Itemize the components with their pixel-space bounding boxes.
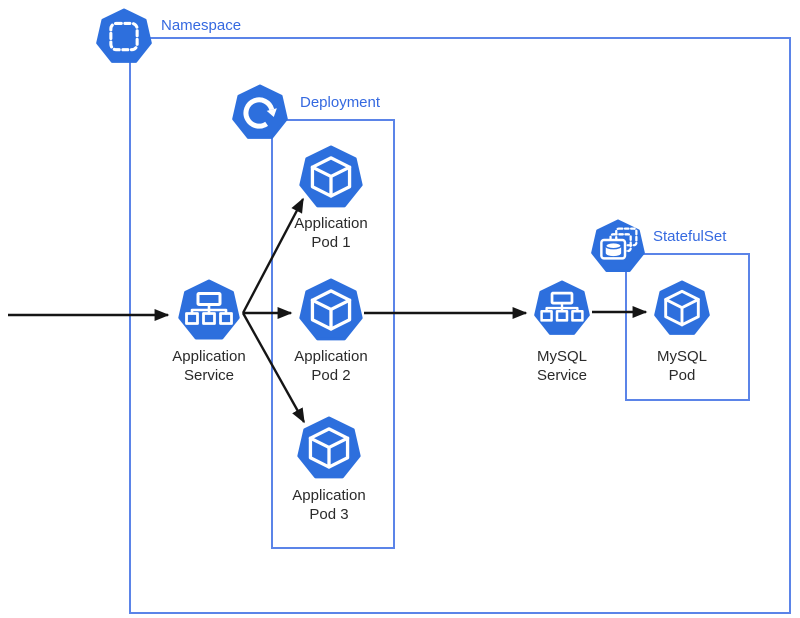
pod-icon: [298, 278, 364, 344]
arrow-app-service-to-pod3: [241, 312, 306, 424]
statefulset-label: StatefulSet: [653, 228, 727, 245]
pod-icon: [298, 145, 364, 211]
service-icon: [533, 280, 591, 338]
service-icon: [177, 279, 241, 343]
namespace-boundary: [129, 37, 791, 614]
mysql-service-label: MySQL Service: [536, 348, 588, 384]
mysql-pod-label: MySQL Pod: [656, 348, 707, 384]
statefulset-icon: [590, 219, 646, 275]
namespace-icon: [95, 8, 153, 66]
statefulset-boundary: [625, 253, 750, 401]
deployment-label: Deployment: [300, 94, 381, 111]
app-pod-1-label: Application Pod 1: [294, 215, 368, 251]
pod-icon: [653, 280, 711, 338]
arrow-app-service-to-pod1: [241, 197, 305, 314]
deployment-icon: [231, 84, 289, 142]
app-pod-2-label: Application Pod 2: [294, 348, 368, 384]
deployment-boundary: [271, 119, 395, 549]
app-pod-3-label: Application Pod 3: [292, 487, 366, 523]
pod-icon: [296, 416, 362, 482]
namespace-label: Namespace: [161, 17, 242, 34]
app-service-label: Application Service: [172, 348, 246, 384]
